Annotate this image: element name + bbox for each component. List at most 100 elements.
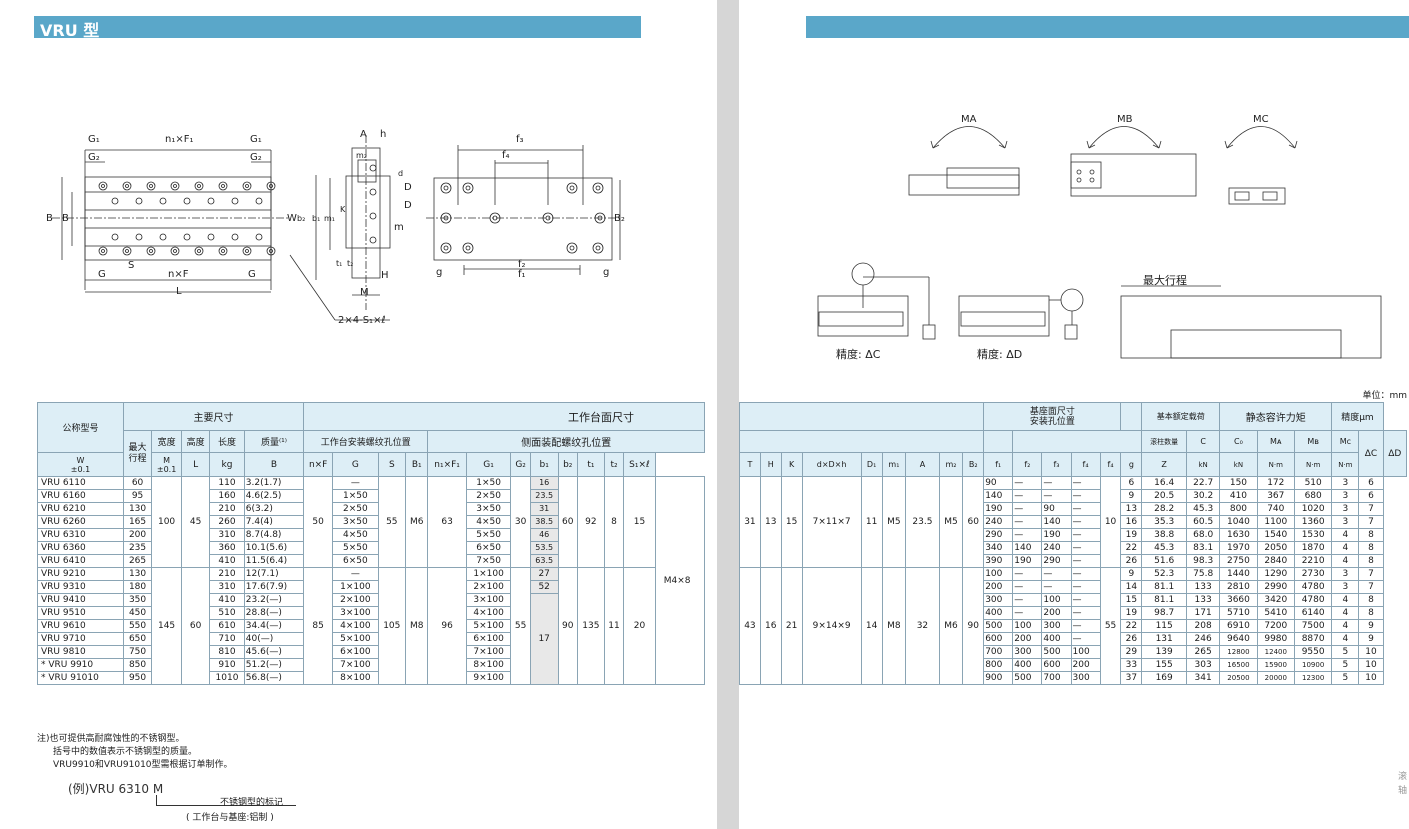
- table-cell: 260: [209, 515, 245, 529]
- title-band: [806, 16, 1409, 38]
- dim-label: B: [46, 213, 53, 224]
- edge-text: 滚 轴: [1397, 772, 1407, 796]
- table-cell: 510: [1293, 476, 1333, 490]
- col-header: 长度: [209, 430, 245, 453]
- table-cell: 98.3: [1186, 554, 1221, 568]
- table-cell: 700: [1041, 671, 1072, 685]
- table-cell: —: [1012, 476, 1043, 490]
- table-cell: 2×100: [465, 580, 512, 594]
- col-header: B: [243, 452, 305, 477]
- table-cell: 1020: [1293, 502, 1333, 516]
- table-cell: 3.2(1.7): [243, 476, 305, 490]
- table-cell: 700: [983, 645, 1014, 659]
- col-header: 基本额定载荷: [1141, 402, 1221, 431]
- table-cell: 169: [1141, 671, 1188, 685]
- table-cell: 300: [1012, 645, 1043, 659]
- dim-label: S: [128, 260, 134, 271]
- table-cell: 7: [1358, 567, 1384, 581]
- unit-label: 单位：mm: [1362, 391, 1407, 401]
- left-page: VRU 型: [34, 16, 706, 823]
- table-cell: 2×100: [332, 593, 379, 607]
- table-cell: 131: [1141, 632, 1188, 646]
- col-header: 静态容许力矩: [1219, 402, 1333, 431]
- table-cell: 105: [377, 567, 407, 685]
- bolt-hole: [183, 197, 191, 205]
- table-cell: 133: [1186, 580, 1221, 594]
- dim-label: b₂: [297, 214, 305, 223]
- table-cell: —: [1070, 554, 1101, 568]
- table-cell: 15: [780, 476, 803, 568]
- table-cell: 22: [1120, 541, 1143, 555]
- table-cell: 4780: [1293, 593, 1333, 607]
- table-cell: 1040: [1219, 515, 1258, 529]
- table-cell: 950: [122, 671, 153, 685]
- table-cell: 15900: [1256, 658, 1295, 672]
- max-stroke-label: 最大行程: [1143, 273, 1187, 287]
- table-cell: 5×50: [465, 528, 512, 542]
- bolt-hole: [462, 182, 474, 194]
- table-cell: M8: [404, 567, 429, 685]
- col-header: C₀: [1219, 430, 1258, 453]
- table-cell: 15: [1120, 593, 1143, 607]
- table-cell: 750: [122, 645, 153, 659]
- table-cell: —: [1070, 476, 1101, 490]
- table-cell: M8: [881, 567, 907, 685]
- example-code: (例)VRU 6310 M: [68, 782, 164, 796]
- table-cell: 8: [1358, 593, 1384, 607]
- table-cell: —: [1012, 580, 1043, 594]
- table-cell: 55: [1099, 567, 1122, 685]
- table-cell: 200: [122, 528, 153, 542]
- table-cell: 2750: [1219, 554, 1258, 568]
- dim-label: n₁×F₁: [165, 134, 194, 145]
- note: 注)也可提供高耐腐蚀性的不锈钢型。: [37, 734, 185, 744]
- table-cell: 45.3: [1141, 541, 1188, 555]
- table-cell: 38.8: [1141, 528, 1188, 542]
- bolt-hole: [146, 246, 156, 256]
- col-header: W±0.1: [37, 452, 124, 477]
- table-cell: 19: [1120, 528, 1143, 542]
- table-cell: 900: [983, 671, 1014, 685]
- bolt-hole: [173, 249, 177, 253]
- dim-label: g: [436, 267, 442, 278]
- table-cell: 800: [1219, 502, 1258, 516]
- table-cell: 51.6: [1141, 554, 1188, 568]
- table-cell: 52.3: [1141, 567, 1188, 581]
- col-header: n×F: [303, 452, 334, 477]
- table-cell: 35.3: [1141, 515, 1188, 529]
- bolt-hole: [207, 197, 215, 205]
- table-cell: 6×100: [332, 645, 379, 659]
- table-cell: 190: [1012, 554, 1043, 568]
- table-cell: 800: [983, 658, 1014, 672]
- bolt-hole: [159, 233, 167, 241]
- leader-line: [156, 795, 157, 805]
- table-cell: 500: [983, 619, 1014, 633]
- dim-label: m₁: [324, 214, 335, 223]
- note: 括号中的数值表示不锈钢型的质量。: [53, 747, 198, 757]
- table-cell: 2990: [1256, 580, 1295, 594]
- col-header: 工作台面尺寸: [303, 402, 705, 431]
- table-cell: 16500: [1219, 658, 1258, 672]
- table-cell: 2×50: [332, 502, 379, 516]
- table-cell: M6: [938, 567, 964, 685]
- table-cell: 7: [1358, 515, 1384, 529]
- table-cell: 50: [303, 476, 334, 568]
- bolt-hole: [443, 185, 449, 191]
- table-cell: 140: [983, 489, 1014, 503]
- table-cell: 3660: [1219, 593, 1258, 607]
- table-cell: 1360: [1293, 515, 1333, 529]
- col-header: [1120, 402, 1143, 431]
- col-header: C: [1186, 430, 1221, 453]
- bolt-hole: [255, 197, 263, 205]
- table-cell: 200: [1070, 658, 1101, 672]
- col-header: g: [1120, 452, 1143, 477]
- bolt-hole: [194, 181, 204, 191]
- table-cell: 4: [1331, 606, 1360, 620]
- table-cell: 265: [1186, 645, 1221, 659]
- table-cell: 10: [1358, 671, 1384, 685]
- table-cell: 1010: [209, 671, 245, 685]
- note: VRU9910和VRU91010型需根据订单制作。: [53, 760, 233, 770]
- table-cell: 63.5: [529, 554, 559, 568]
